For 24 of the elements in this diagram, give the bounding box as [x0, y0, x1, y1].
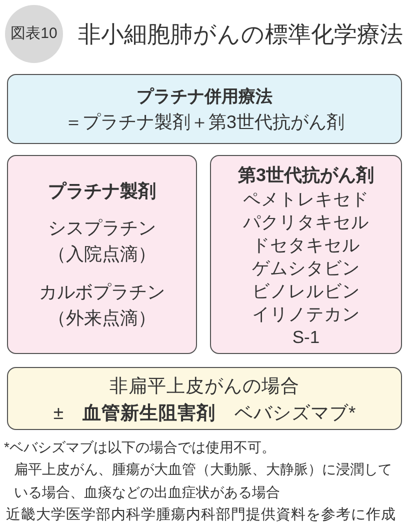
drug-name: ペメトレキセド	[243, 188, 369, 211]
footnote: 扁平上皮がん、腫瘍が大血管（大動脈、大静脈）に浸潤している場合、血痰などの出血症状がある場合	[14, 460, 393, 502]
drug-name: シスプラチン（入院点滴）	[47, 217, 157, 266]
drug-name: イリノテカン	[252, 303, 360, 326]
category-box	[210, 155, 402, 354]
box-heading: プラチナ併用療法	[136, 86, 272, 108]
summary-box	[7, 74, 402, 144]
drug-name: ゲムシタビン	[252, 257, 360, 280]
box-heading: 第3世代抗がん剤	[238, 164, 374, 186]
note-box	[7, 367, 402, 430]
drug-name: ビノレルビン	[252, 280, 360, 303]
drug-name: カルボプラチン（外来点滴）	[38, 281, 166, 330]
drug-name: S-1	[292, 326, 320, 349]
footnote: *ベバシズマブは以下の場合では使用不可。	[4, 438, 276, 457]
source-note: 近畿大学医学部内科学腫瘍内科部門提供資料を参考に作成	[6, 506, 396, 525]
drug-name: パクリタキセル	[243, 211, 369, 234]
drug-name: ドセタキセル	[252, 234, 360, 257]
box-text: ＝プラチナ製剤＋第3世代抗がん剤	[64, 110, 344, 134]
category-box	[7, 155, 197, 354]
box-text: 非扁平上皮がんの場合	[110, 374, 300, 398]
box-heading: プラチナ製剤	[48, 181, 156, 201]
title: 非小細胞肺がんの標準化学療法	[78, 20, 403, 49]
box-text: ± 血管新生阻害剤 ベバシズマブ*	[53, 400, 356, 424]
figure-number: 図表10	[10, 24, 58, 44]
